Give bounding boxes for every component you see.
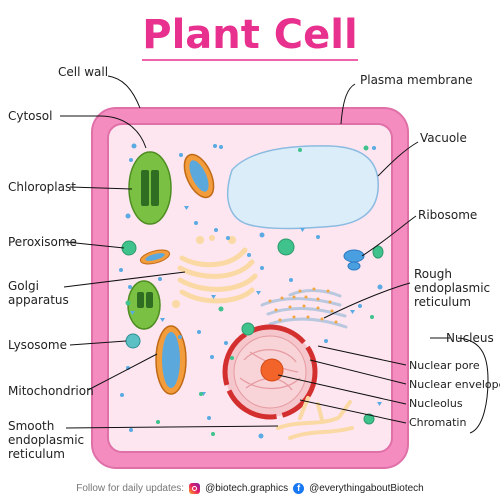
facebook-icon: f: [293, 482, 305, 494]
free-ribosome-pairs: [130, 206, 382, 406]
label-nucleus: Nucleus: [446, 331, 494, 345]
mitochondrion-small: [183, 153, 215, 199]
label-plasma-membrane: Plasma membrane: [360, 73, 473, 87]
label-rough-er-line3: reticulum: [414, 295, 471, 309]
label-golgi-line1: Golgi: [8, 279, 39, 293]
label-cell-wall: Cell wall: [58, 65, 108, 79]
rough-er-ribosomes: [268, 287, 338, 324]
facebook-handle-link[interactable]: @everythingaboutBiotech: [309, 482, 424, 494]
label-nuclear-pore: Nuclear pore: [409, 359, 480, 372]
label-golgi-line2: apparatus: [8, 293, 69, 307]
label-peroxisome: Peroxisome: [8, 235, 77, 249]
label-smooth-er-line1: Smooth: [8, 419, 54, 433]
label-nuclear-envelope: Nuclear envelope: [409, 378, 500, 391]
vacuole: [227, 145, 379, 230]
label-lysosome: Lysosome: [8, 338, 67, 352]
footer: Follow for daily updates: @biotech.graph…: [0, 478, 500, 498]
label-chromatin: Chromatin: [409, 416, 466, 429]
label-nucleolus: Nucleolus: [409, 397, 463, 410]
peroxisomes: [121, 238, 384, 425]
lysosome: [125, 333, 141, 349]
free-ribosomes: [119, 143, 383, 439]
label-cytosol: Cytosol: [8, 109, 52, 123]
label-vacuole: Vacuole: [420, 131, 467, 145]
footer-prompt: Follow for daily updates:: [76, 482, 185, 494]
instagram-icon: [189, 482, 201, 494]
chloroplast-bottom: [127, 280, 161, 330]
instagram-handle-link[interactable]: @biotech.graphics: [205, 482, 289, 494]
label-smooth-er-line2: endoplasmic: [8, 433, 84, 447]
ribosome: [343, 249, 365, 271]
label-rough-er-line2: endoplasmic: [414, 281, 490, 295]
mitochondrion-tiny: [139, 249, 171, 265]
label-rough-er-line1: Rough: [414, 267, 452, 281]
rough-endoplasmic-reticulum: [260, 289, 348, 329]
page-title: Plant Cell: [142, 12, 357, 58]
label-smooth-er-line3: reticulum: [8, 447, 65, 461]
chloroplast-top: [128, 151, 172, 225]
nucleus: [222, 324, 318, 420]
small-peroxisomes: [125, 145, 374, 436]
leader-lines: [60, 75, 489, 434]
label-chloroplast: Chloroplast: [8, 180, 76, 194]
label-mitochondrion: Mitochondrion: [8, 384, 94, 398]
mitochondrion-large: [155, 325, 187, 395]
label-ribosome: Ribosome: [418, 208, 477, 222]
